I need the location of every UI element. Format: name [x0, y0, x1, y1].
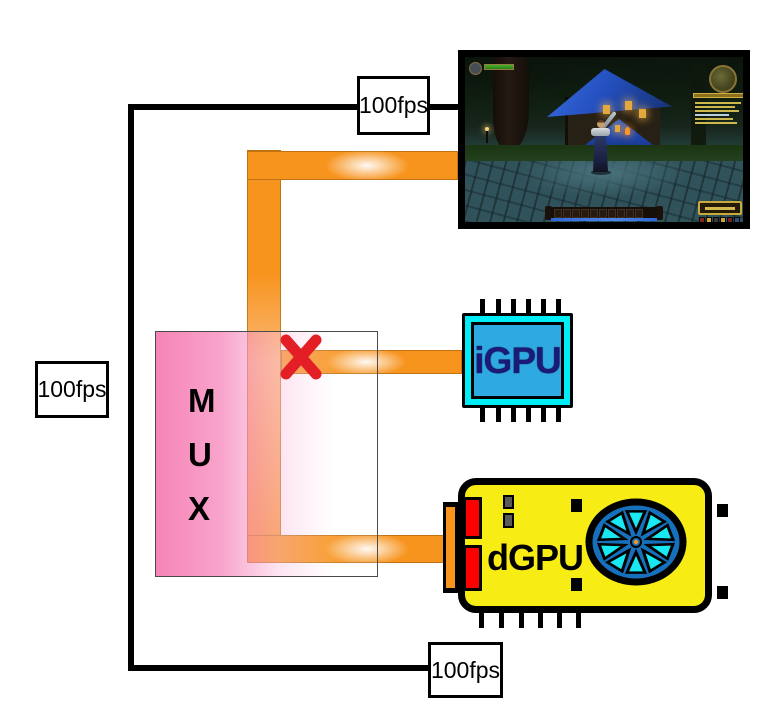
- action-slot: [572, 208, 580, 218]
- quest-tracker-lines: [695, 102, 743, 132]
- igpu-chip: iGPU: [462, 313, 573, 408]
- igpu-pin: [541, 407, 546, 422]
- quest-line: [695, 110, 739, 112]
- wire-display-top: [128, 104, 458, 110]
- quest-line: [695, 118, 733, 120]
- dgpu-bracket-stripe: [446, 507, 455, 588]
- fps-label-left: 100fps: [35, 361, 109, 418]
- dgpu-bracket: [443, 502, 459, 593]
- action-slot: [563, 208, 571, 218]
- action-slot: [581, 208, 589, 218]
- minimap: [709, 65, 737, 93]
- actionbar-end-cap: [545, 206, 552, 220]
- torch-flame: [625, 127, 630, 135]
- igpu-pin: [480, 299, 485, 314]
- igpu-pin: [526, 299, 531, 314]
- tree-trunk: [493, 57, 529, 149]
- fps-label-bottom: 100fps: [428, 642, 503, 698]
- dgpu-component-square: [571, 578, 582, 591]
- blocked-x-icon: [280, 334, 322, 380]
- bag-icon: [727, 217, 733, 222]
- xp-bar: [551, 218, 657, 221]
- dgpu-port-icon: [463, 545, 482, 591]
- lit-window: [615, 125, 620, 132]
- lit-window: [625, 101, 632, 110]
- bag-bar: [699, 217, 743, 222]
- dgpu-pin: [557, 611, 562, 628]
- button-text-bar: [705, 206, 735, 210]
- mux-label: M U X: [188, 332, 216, 576]
- dgpu-edge-tab: [717, 504, 728, 517]
- igpu-chip-die: iGPU: [471, 322, 564, 399]
- character-shoulders: [591, 128, 610, 136]
- fps-label-bottom-text: 100fps: [430, 656, 501, 683]
- quest-line: [695, 122, 737, 124]
- dgpu-edge-tab: [717, 586, 728, 599]
- fps-label-top: 100fps: [357, 76, 430, 135]
- player-portrait: [469, 62, 482, 75]
- lantern-light: [485, 127, 489, 131]
- gold-bordered-button: [698, 201, 742, 215]
- quest-line: [695, 106, 735, 108]
- bag-icon: [720, 217, 726, 222]
- dgpu-memory-chip-icon: [503, 495, 514, 509]
- dgpu-component-square: [571, 499, 582, 512]
- lit-window: [603, 105, 610, 114]
- action-slot: [635, 208, 643, 218]
- mux-letter-x: X: [188, 489, 211, 527]
- lit-window: [639, 109, 646, 118]
- igpu-pin: [541, 299, 546, 314]
- dgpu-label: dGPU: [487, 537, 584, 578]
- igpu-pin: [496, 299, 501, 314]
- bag-icon: [699, 217, 705, 222]
- character-shadow: [591, 170, 611, 175]
- igpu-pin: [526, 407, 531, 422]
- lantern-post: [486, 131, 488, 143]
- action-slot: [590, 208, 598, 218]
- quest-line: [695, 114, 729, 116]
- fan-icon: [585, 498, 687, 586]
- bag-icon: [713, 217, 719, 222]
- igpu-pin: [511, 407, 516, 422]
- fps-label-top-text: 100fps: [358, 92, 429, 118]
- dgpu-port-icon: [463, 497, 482, 539]
- wire-display-bottom: [128, 665, 428, 671]
- actionbar-end-cap: [656, 206, 663, 220]
- mux-letter-u: U: [188, 435, 212, 473]
- pipe-to-display: [247, 151, 458, 180]
- character-robe: [593, 134, 608, 172]
- fps-label-left-text: 100fps: [37, 376, 107, 402]
- dgpu-memory-chip-icon: [503, 513, 514, 528]
- action-bar: [551, 207, 657, 219]
- game-screenshot: [465, 57, 743, 222]
- bag-icon: [734, 217, 740, 222]
- igpu-pin: [556, 299, 561, 314]
- player-health-bar: [484, 64, 514, 70]
- action-slot: [554, 208, 562, 218]
- mux-box: M U X: [155, 331, 378, 577]
- igpu-label: iGPU: [474, 339, 561, 381]
- action-slot: [626, 208, 634, 218]
- dgpu-pin: [519, 611, 524, 628]
- wire-display-left: [128, 104, 134, 671]
- quest-tracker-header: [693, 93, 743, 98]
- dgpu-pin: [479, 611, 484, 628]
- dgpu-pin: [576, 611, 581, 628]
- igpu-pin: [556, 407, 561, 422]
- action-slot: [599, 208, 607, 218]
- action-slot: [608, 208, 616, 218]
- character-head: [597, 120, 605, 128]
- igpu-pin: [511, 299, 516, 314]
- quest-line: [695, 102, 741, 104]
- igpu-pin: [480, 407, 485, 422]
- dgpu-pin: [538, 611, 543, 628]
- mux-letter-m: M: [188, 381, 216, 419]
- bag-icon: [706, 217, 712, 222]
- action-slot: [617, 208, 625, 218]
- dgpu-pin: [499, 611, 504, 628]
- game-screenshot-frame: [458, 50, 750, 229]
- igpu-pin: [496, 407, 501, 422]
